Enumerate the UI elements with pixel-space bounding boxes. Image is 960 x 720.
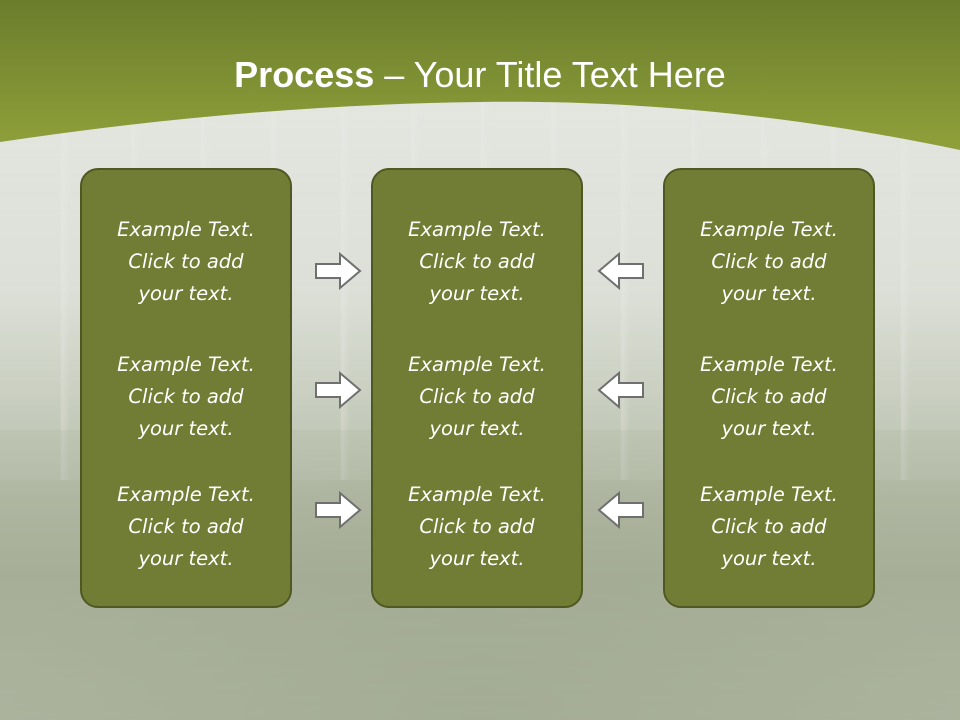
title-rest: – Your Title Text Here bbox=[374, 54, 726, 95]
left-arrow-icon bbox=[597, 490, 644, 530]
right-arrow-icon bbox=[315, 251, 362, 291]
text-block[interactable]: Example Text. Click to add your text. bbox=[700, 218, 838, 305]
text-block[interactable]: Example Text. Click to add your text. bbox=[408, 483, 546, 570]
slide-title[interactable]: Process – Your Title Text Here bbox=[0, 54, 960, 96]
right-arrow-icon bbox=[315, 490, 362, 530]
text-block[interactable]: Example Text. Click to add your text. bbox=[408, 218, 546, 305]
text-block[interactable]: Example Text. Click to add your text. bbox=[117, 218, 255, 305]
header-banner bbox=[0, 0, 960, 160]
text-block[interactable]: Example Text. Click to add your text. bbox=[117, 353, 255, 440]
text-block[interactable]: Example Text. Click to add your text. bbox=[117, 483, 255, 570]
text-block[interactable]: Example Text. Click to add your text. bbox=[408, 353, 546, 440]
process-box-2[interactable]: Example Text. Click to add your text. Ex… bbox=[371, 168, 583, 608]
process-box-1[interactable]: Example Text. Click to add your text. Ex… bbox=[80, 168, 292, 608]
title-bold: Process bbox=[234, 54, 375, 95]
process-box-3[interactable]: Example Text. Click to add your text. Ex… bbox=[663, 168, 875, 608]
left-arrow-icon bbox=[597, 370, 644, 410]
text-block[interactable]: Example Text. Click to add your text. bbox=[700, 353, 838, 440]
left-arrow-icon bbox=[597, 251, 644, 291]
text-block[interactable]: Example Text. Click to add your text. bbox=[700, 483, 838, 570]
right-arrow-icon bbox=[315, 370, 362, 410]
